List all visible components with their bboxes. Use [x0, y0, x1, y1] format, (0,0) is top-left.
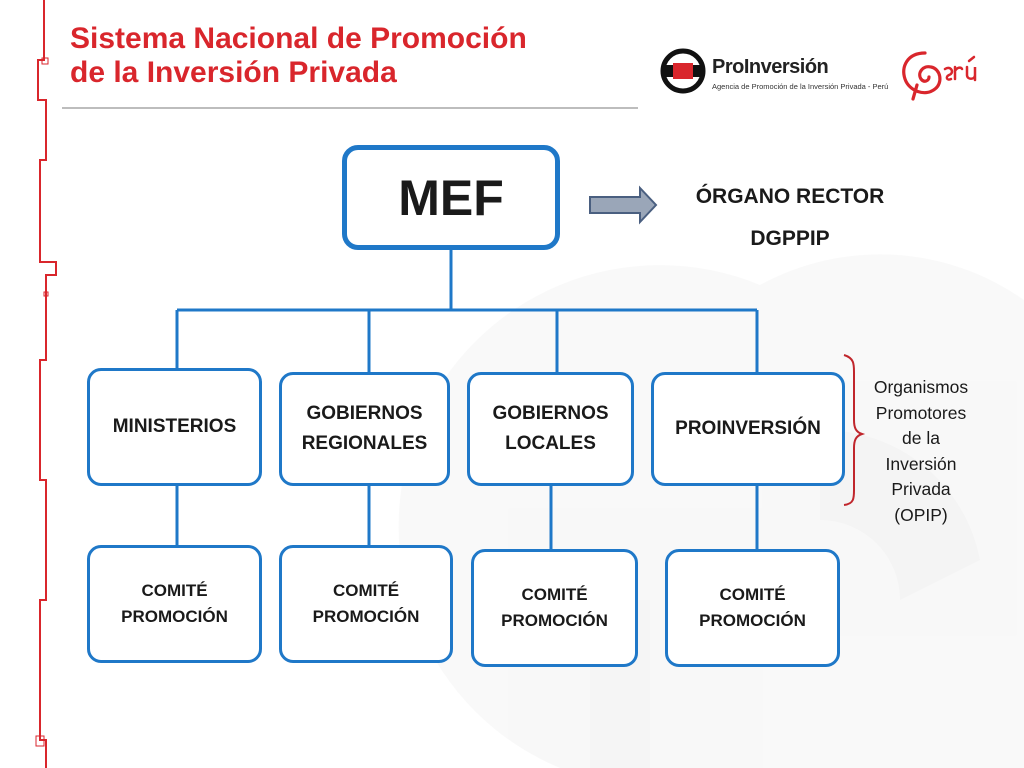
page-title: Sistema Nacional de Promoción de la Inve… — [70, 22, 630, 90]
proinversion-emblem-icon — [660, 48, 706, 94]
organo-rector-title: ÓRGANO RECTOR — [695, 185, 885, 208]
node-comite-ministerios: COMITÉ PROMOCIÓN — [87, 545, 262, 663]
node-mef: MEF — [342, 145, 560, 250]
node-comite-locales: COMITÉ PROMOCIÓN — [471, 549, 638, 667]
title-underline — [62, 107, 638, 109]
organo-rector-dgppip: DGPPIP — [750, 227, 830, 250]
title-line-1: Sistema Nacional de Promoción — [70, 22, 527, 55]
arrow-right-icon — [589, 185, 658, 225]
node-comite-proinversion: COMITÉ PROMOCIÓN — [665, 549, 840, 667]
proinversion-wordmark: ProInversión — [712, 56, 829, 78]
title-line-2: de la Inversión Privada — [70, 56, 397, 89]
curly-brace-icon — [843, 354, 866, 506]
left-border-line — [37, 0, 57, 768]
node-ministerios: MINISTERIOS — [87, 368, 262, 486]
node-comite-regionales: COMITÉ PROMOCIÓN — [279, 545, 453, 663]
peru-brand-logo — [902, 51, 977, 101]
proinversion-tagline: Agencia de Promoción de la Inversión Pri… — [712, 82, 889, 91]
opip-annotation: Organismos Promotores de la Inversión Pr… — [873, 377, 969, 525]
node-proinversion: PROINVERSIÓN — [651, 372, 845, 486]
node-gobiernos-locales: GOBIERNOS LOCALES — [467, 372, 634, 486]
organo-rector-label: ÓRGANO RECTOR DGPPIP — [660, 176, 920, 260]
node-gobiernos-regionales: GOBIERNOS REGIONALES — [279, 372, 450, 486]
proinversion-logo: ProInversión Agencia de Promoción de la … — [660, 48, 888, 98]
